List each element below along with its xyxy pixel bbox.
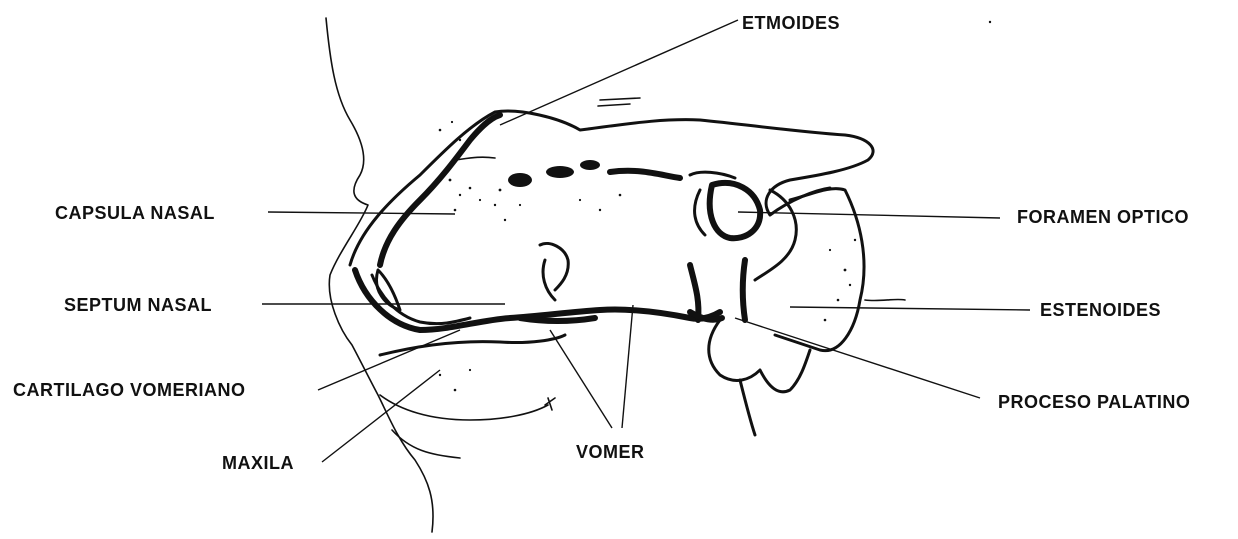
jaw-line xyxy=(380,395,548,420)
sphenoid-hook xyxy=(865,299,905,300)
ethmoid-blob-1 xyxy=(508,173,532,187)
foramen-optico-shape xyxy=(710,183,760,238)
sphenoid-process xyxy=(740,380,755,435)
leader-foramen-optico xyxy=(738,212,1000,218)
label-cartilago-vomeriano: CARTILAGO VOMERIANO xyxy=(13,380,246,400)
leader-maxila xyxy=(322,370,440,462)
leader-capsula-nasal xyxy=(268,212,455,214)
label-maxila: MAXILA xyxy=(222,453,294,473)
central-pillar xyxy=(743,260,745,320)
stippling xyxy=(439,21,992,392)
vomer-base xyxy=(520,318,595,321)
nasal-capsule-inner xyxy=(380,115,500,265)
leader-estenoides xyxy=(790,307,1030,310)
label-etmoides: ETMOIDES xyxy=(742,13,840,33)
sphenoid-lower xyxy=(709,320,810,392)
label-vomer: VOMER xyxy=(576,442,645,462)
label-proceso-palatino: PROCESO PALATINO xyxy=(998,392,1190,412)
maxila-mark xyxy=(545,398,555,410)
ethmoid-blob-2 xyxy=(546,166,574,178)
label-capsula-nasal: CAPSULA NASAL xyxy=(55,203,215,223)
ethmoid-blob-3 xyxy=(580,160,600,170)
ethmoid-dark-line xyxy=(610,171,680,178)
vomer-shape xyxy=(540,243,568,300)
label-foramen-optico: FORAMEN OPTICO xyxy=(1017,207,1189,227)
label-estenoides: ESTENOIDES xyxy=(1040,300,1161,320)
face-profile-line xyxy=(326,18,433,532)
jaw-lower-line xyxy=(392,430,460,458)
leader-etmoides xyxy=(500,20,738,125)
leader-cartilago-vomeriano xyxy=(318,330,460,390)
leader-vomer-1 xyxy=(550,330,612,428)
leader-vomer-2 xyxy=(622,305,633,428)
label-septum-nasal: SEPTUM NASAL xyxy=(64,295,212,315)
